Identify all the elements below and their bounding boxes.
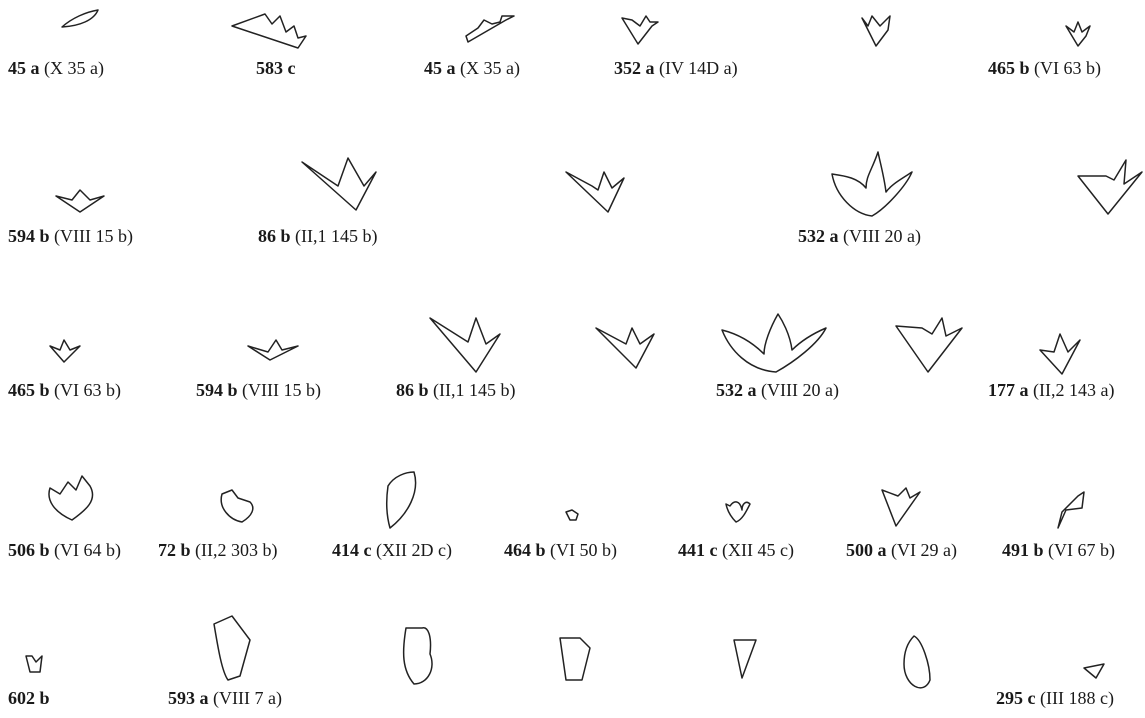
- figure-label: 45 a (X 35 a): [424, 58, 520, 78]
- figure-label: 45 a (X 35 a): [8, 58, 104, 78]
- figure-label: 86 b (II,1 145 b): [396, 380, 516, 400]
- vase-outline: [734, 640, 756, 678]
- leaf-outline: [214, 616, 250, 680]
- figure-label: 506 b (VI 64 b): [8, 540, 121, 560]
- tripod-outline: [1078, 160, 1142, 214]
- tripod-outline: [596, 328, 654, 368]
- leaf-outline: [387, 472, 416, 528]
- figure-label: 352 a (IV 14D a): [614, 58, 738, 78]
- tripod-outline: [50, 340, 80, 362]
- vase-outline: [404, 628, 432, 684]
- tripod-outline: [466, 16, 514, 42]
- figure-label: 441 c (XII 45 c): [678, 540, 794, 560]
- figure-label: 491 b (VI 67 b): [1002, 540, 1115, 560]
- figure-label: 532 a (VIII 20 a): [798, 226, 921, 246]
- tripod-outline: [832, 152, 912, 216]
- tripod-outline: [566, 172, 624, 212]
- tripod-outline: [622, 16, 658, 44]
- heart-outline: [882, 488, 920, 526]
- figure-label: 465 b (VI 63 b): [8, 380, 121, 400]
- vase-outline: [560, 638, 590, 680]
- tripod-outline: [302, 158, 376, 210]
- trefoil-outline: [726, 502, 750, 522]
- figure-label: 500 a (VI 29 a): [846, 540, 957, 560]
- tripod-outline: [232, 14, 306, 48]
- heart-outline: [49, 476, 93, 520]
- heart-outline: [221, 490, 253, 522]
- tripod-outline: [430, 318, 500, 372]
- figure-label: 594 b (VIII 15 b): [196, 380, 321, 400]
- tripod-outline: [862, 16, 890, 46]
- tripod-outline: [722, 314, 826, 372]
- figure-label: 464 b (VI 50 b): [504, 540, 617, 560]
- tripod-outline: [56, 190, 104, 212]
- tripod-outline: [896, 318, 962, 372]
- leaf-outline: [1058, 492, 1084, 528]
- tripod-outline: [1040, 334, 1080, 374]
- triangle-outline: [1084, 664, 1104, 678]
- figure-label: 602 b: [8, 688, 50, 708]
- figure-label: 414 c (XII 2D c): [332, 540, 452, 560]
- figure-label: 177 a (II,2 143 a): [988, 380, 1114, 400]
- figure-label: 465 b (VI 63 b): [988, 58, 1101, 78]
- drop-outline: [904, 636, 930, 688]
- figure-label: 594 b (VIII 15 b): [8, 226, 133, 246]
- figure-label: 72 b (II,2 303 b): [158, 540, 278, 560]
- leaf-outline: [62, 10, 98, 27]
- figure-label: 295 c (III 188 c): [996, 688, 1114, 708]
- figure-label: 583 c: [256, 58, 296, 78]
- figure-label: 532 a (VIII 20 a): [716, 380, 839, 400]
- drop-outline: [566, 510, 578, 520]
- figure-label: 593 a (VIII 7 a): [168, 688, 282, 708]
- tripod-outline: [248, 340, 298, 360]
- figure-label: 86 b (II,1 145 b): [258, 226, 378, 246]
- tripod-outline: [26, 656, 42, 672]
- tripod-outline: [1066, 22, 1090, 46]
